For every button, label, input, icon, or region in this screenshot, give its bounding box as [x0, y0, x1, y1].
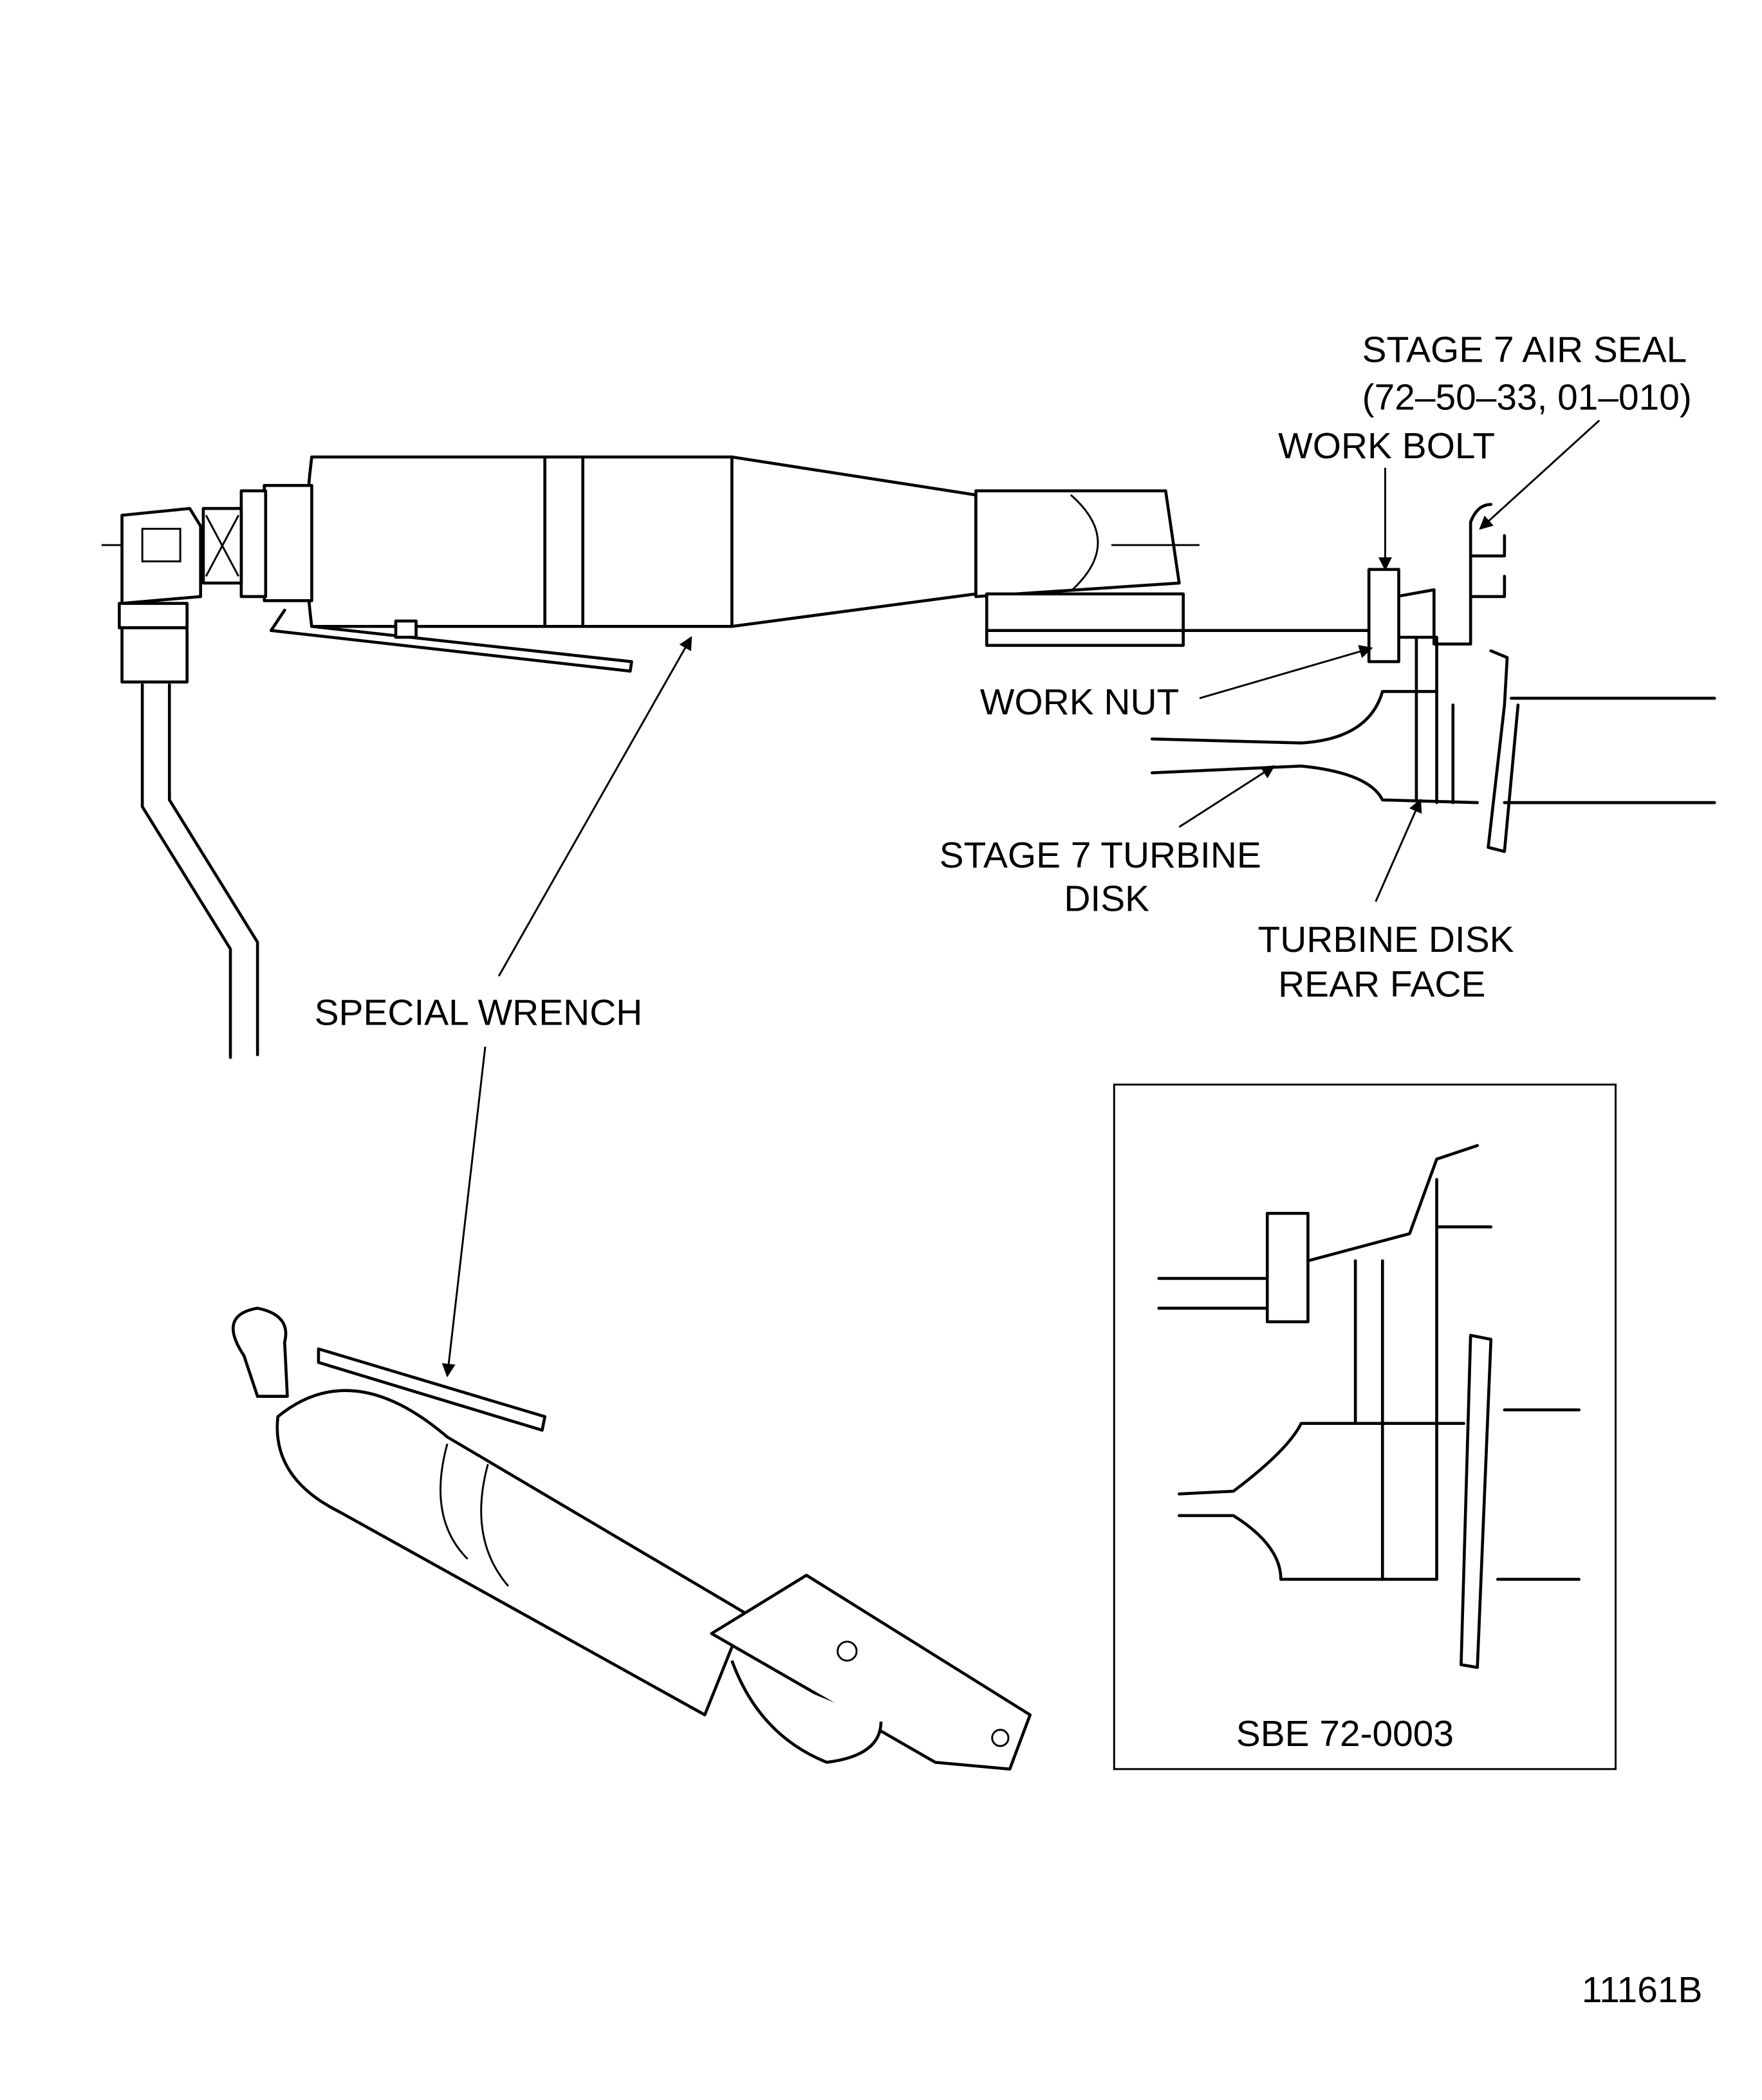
- turbine-disk-label: STAGE 7 TURBINE: [940, 835, 1261, 876]
- rear-face-label-line2: REAR FACE: [1278, 964, 1485, 1005]
- rear-face-label: TURBINE DISK: [1258, 920, 1514, 960]
- leader-lines: [441, 420, 1600, 1378]
- special-wrench-side-view: [101, 455, 1378, 1059]
- work-bolt-label: WORK BOLT: [1278, 426, 1495, 467]
- inset-detail: [1113, 1083, 1617, 1770]
- special-wrench-perspective-view: [232, 1306, 1032, 1771]
- turbine-section: [1150, 503, 1716, 853]
- special-wrench-label: SPECIAL WRENCH: [315, 993, 643, 1034]
- air-seal-reference: (72–50–33, 01–010): [1362, 377, 1692, 418]
- inset-caption: SBE 72-0003: [1236, 1714, 1454, 1754]
- figure-number: 11161B: [1582, 1970, 1703, 2011]
- turbine-disk-label-line2: DISK: [1064, 879, 1149, 920]
- air-seal-label: STAGE 7 AIR SEAL: [1362, 330, 1687, 371]
- work-nut-label: WORK NUT: [980, 682, 1180, 723]
